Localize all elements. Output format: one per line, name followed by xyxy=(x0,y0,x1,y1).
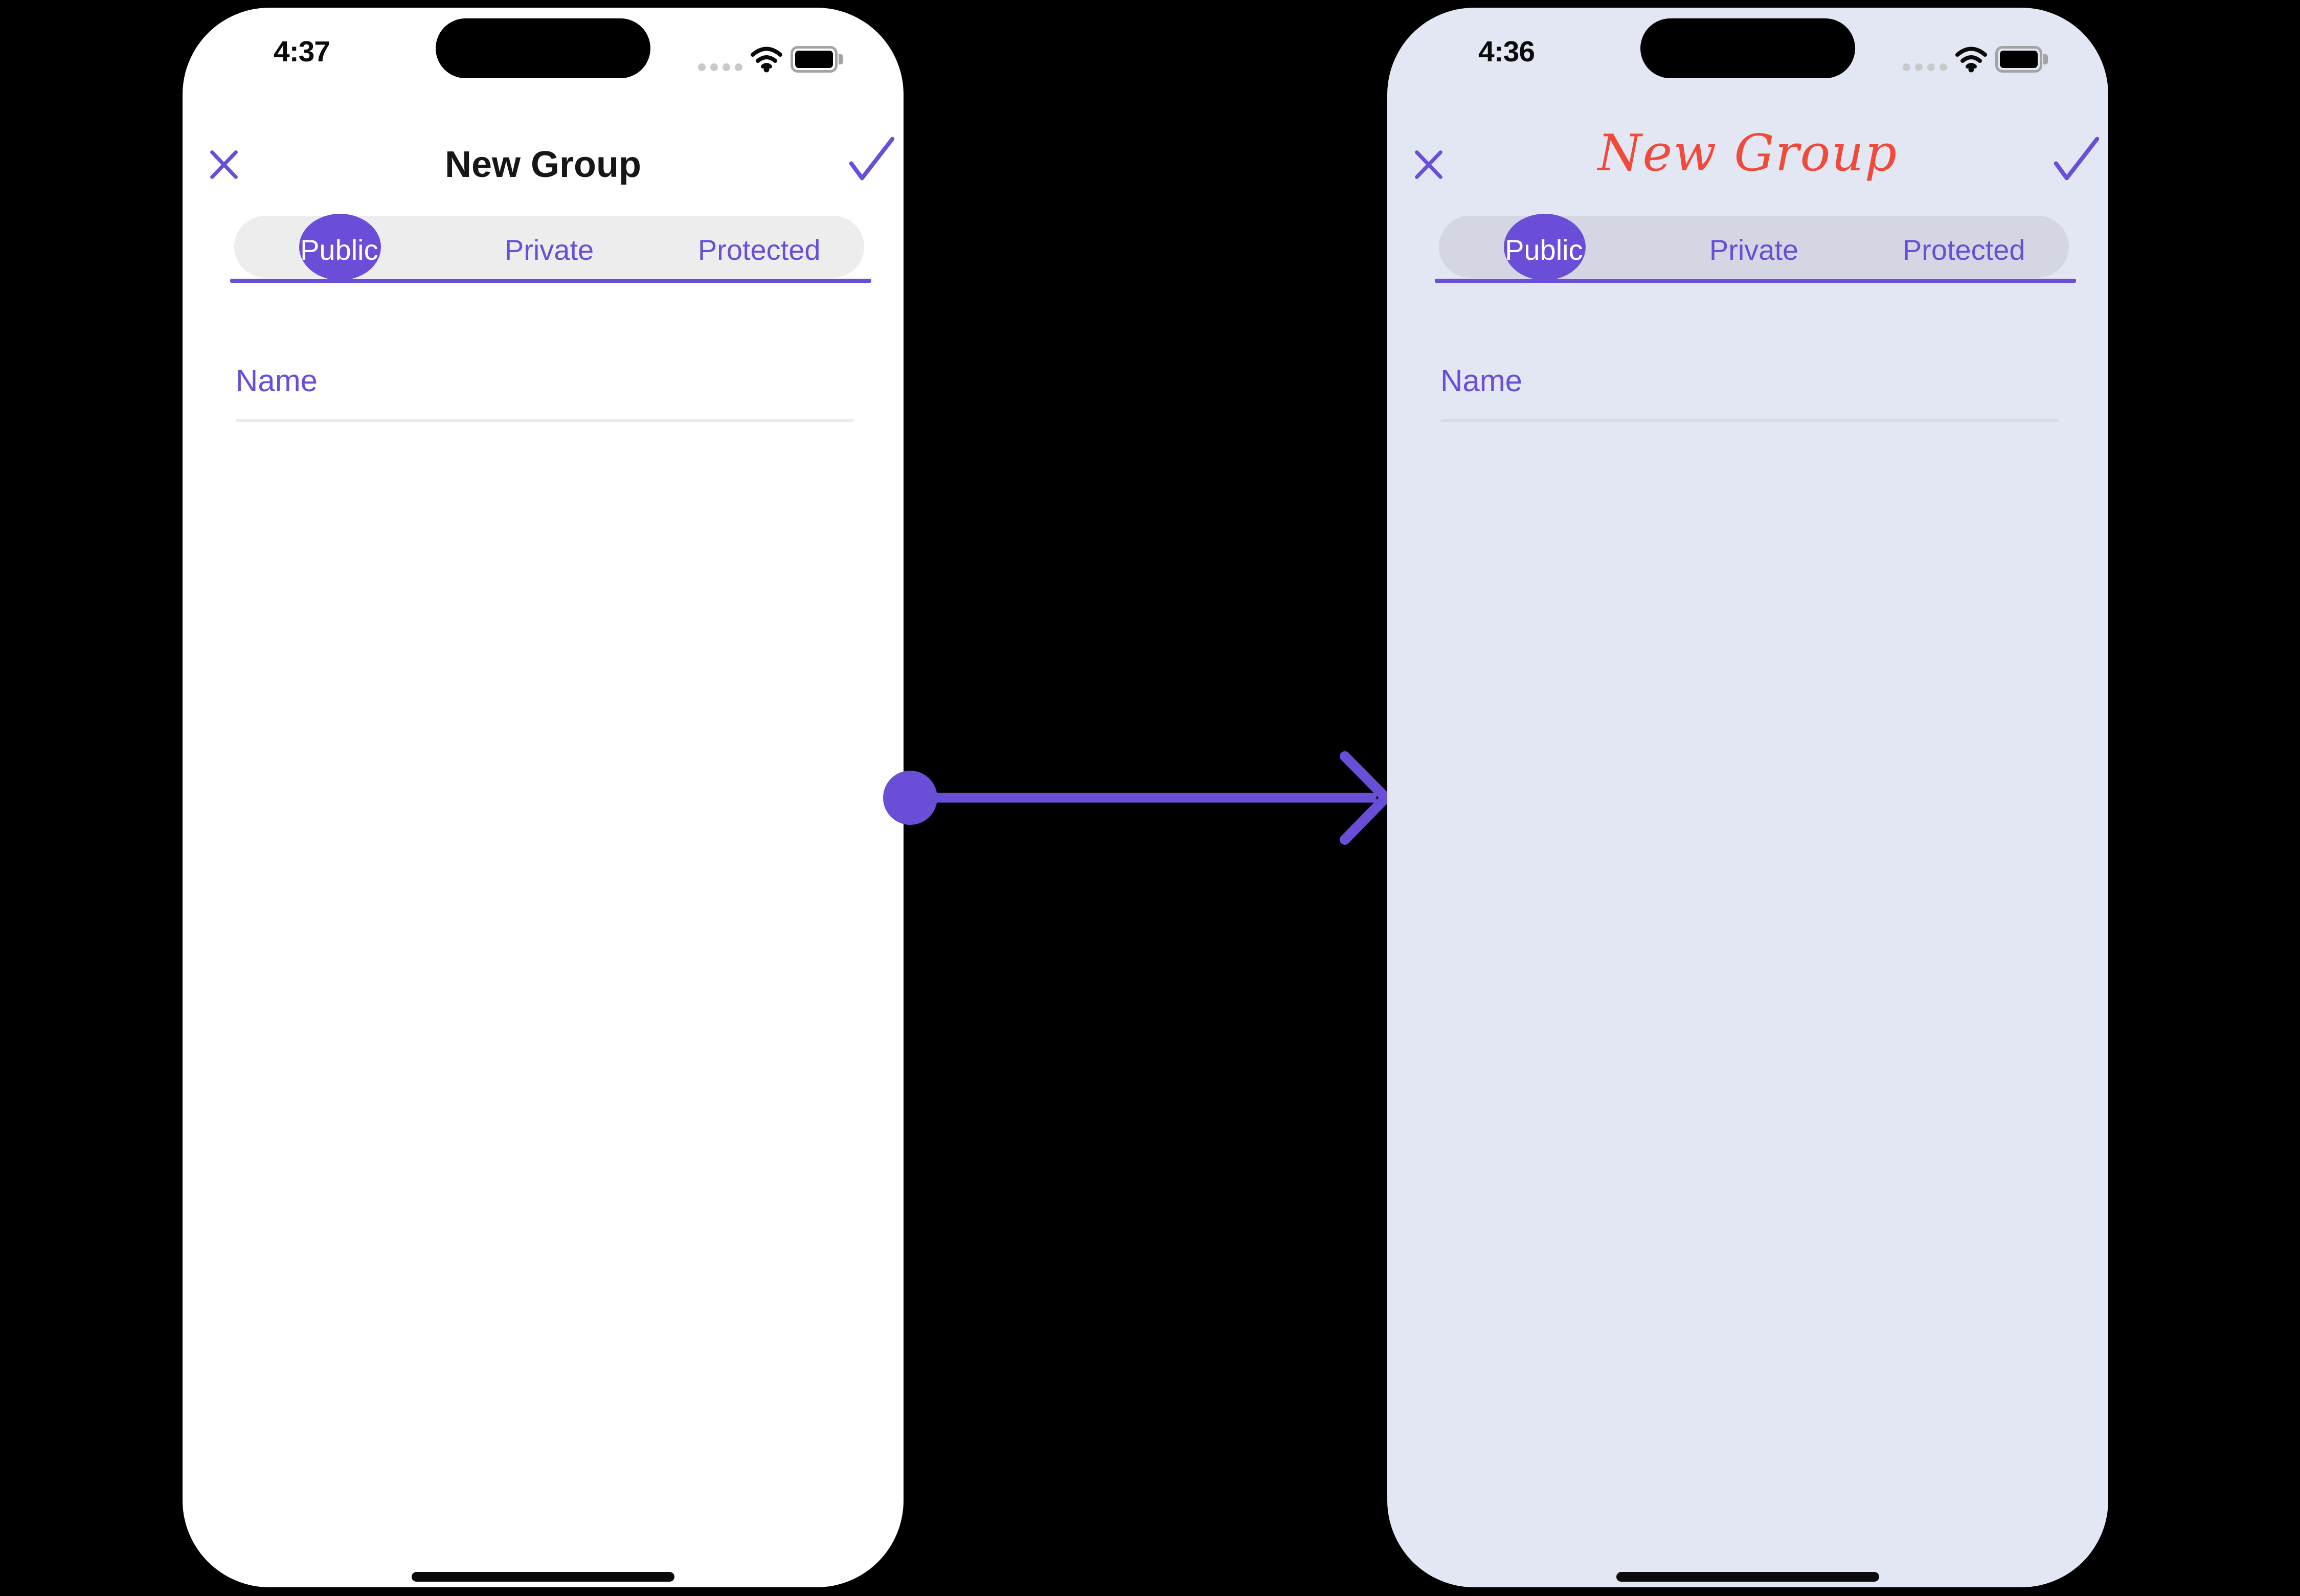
name-placeholder: Name xyxy=(1440,364,1523,398)
selected-tab-ellipse xyxy=(299,214,381,280)
wifi-icon xyxy=(1955,47,1987,73)
page-title: New Group xyxy=(444,144,641,185)
home-indicator-bar xyxy=(412,1572,674,1582)
close-x-icon[interactable] xyxy=(1413,149,1445,181)
status-time: 4:36 xyxy=(1478,35,1535,68)
transition-arrow-icon xyxy=(883,751,1391,845)
tab-protected[interactable]: Protected xyxy=(1902,234,2025,266)
phone-before-default-theme: 4:37 New Group Public Private Protected xyxy=(183,8,904,1587)
selected-tab-ellipse xyxy=(1504,214,1586,280)
close-x-icon[interactable] xyxy=(208,149,240,181)
input-underline xyxy=(1440,419,2059,422)
confirm-checkmark-icon[interactable] xyxy=(2053,136,2100,182)
group-name-input[interactable]: Name xyxy=(236,361,854,424)
tab-public[interactable]: Public xyxy=(1505,234,1583,266)
cellular-dots-icon xyxy=(698,63,742,71)
battery-fill xyxy=(795,51,833,68)
segmented-underline xyxy=(1435,279,2076,283)
tab-public[interactable]: Public xyxy=(300,234,378,266)
input-underline xyxy=(236,419,854,422)
visibility-segmented-control: Public Private Protected xyxy=(1439,214,2069,280)
dynamic-island xyxy=(1640,18,1855,78)
battery-fill xyxy=(2000,51,2038,68)
phone-after-custom-theme: 4:36 New Group Public Private Protected xyxy=(1387,8,2108,1587)
status-time: 4:37 xyxy=(274,35,330,68)
home-indicator-bar xyxy=(1616,1572,1879,1582)
wifi-icon xyxy=(751,47,782,73)
status-icons xyxy=(1903,43,2050,75)
name-placeholder: Name xyxy=(236,364,318,398)
confirm-checkmark-icon[interactable] xyxy=(848,136,895,182)
visibility-segmented-control: Public Private Protected xyxy=(234,214,864,280)
page-title: New Group xyxy=(1597,124,1898,183)
battery-icon xyxy=(791,46,838,73)
battery-icon xyxy=(1995,46,2042,73)
cellular-dots-icon xyxy=(1903,63,1947,71)
tab-private[interactable]: Private xyxy=(504,234,594,266)
tab-protected[interactable]: Protected xyxy=(697,234,821,266)
status-icons xyxy=(698,43,846,75)
segmented-underline xyxy=(230,279,871,283)
tab-private[interactable]: Private xyxy=(1709,234,1799,266)
group-name-input[interactable]: Name xyxy=(1440,361,2059,424)
dynamic-island xyxy=(436,18,650,78)
